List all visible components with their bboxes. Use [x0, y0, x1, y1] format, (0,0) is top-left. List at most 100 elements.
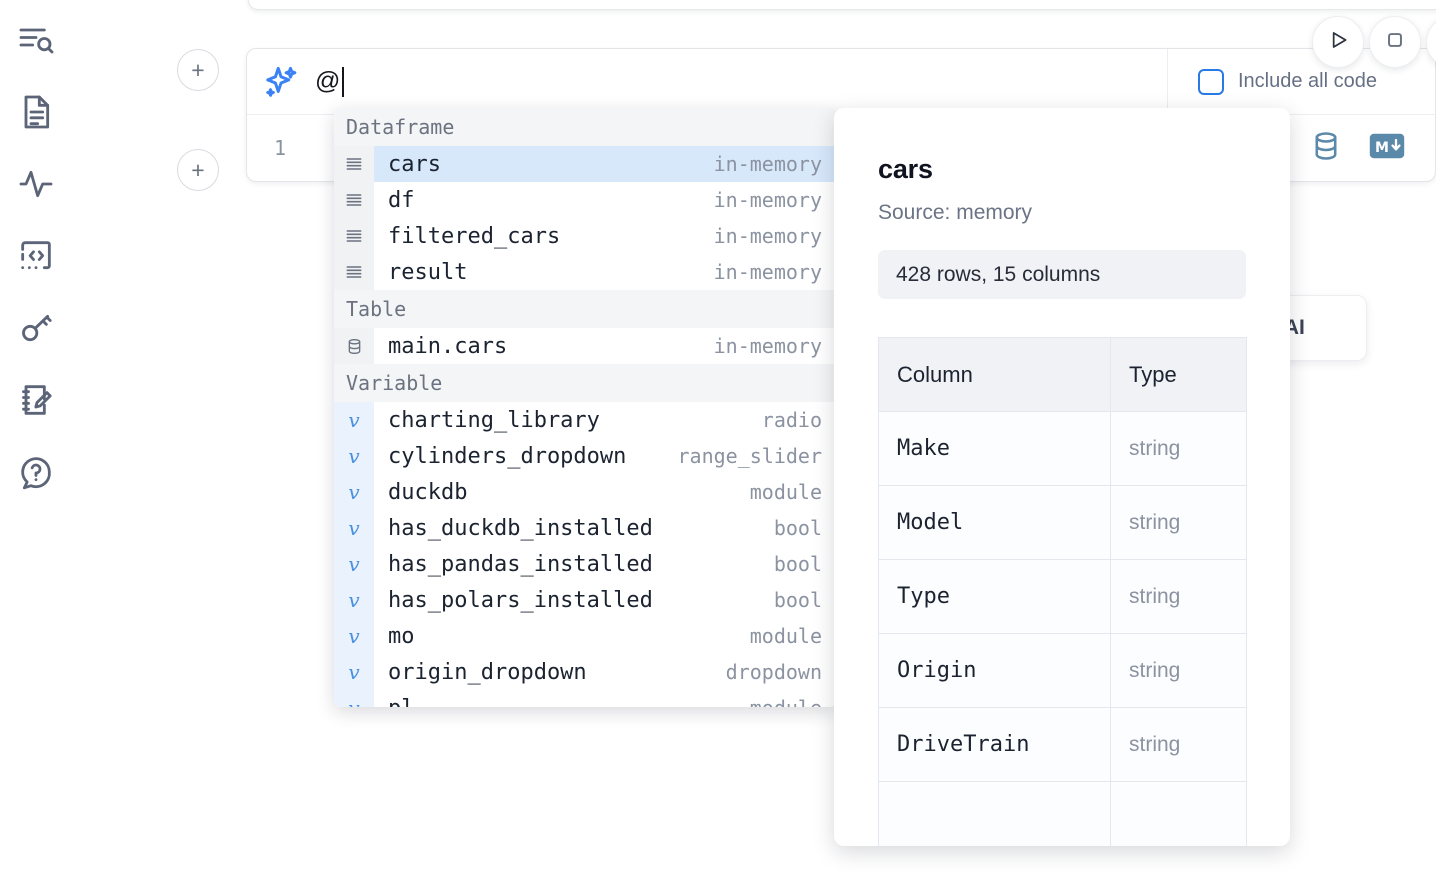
autocomplete-item-name: pl: [374, 696, 750, 708]
autocomplete-item-name: mo: [388, 623, 415, 649]
include-all-code-checkbox[interactable]: [1198, 68, 1224, 95]
add-cell-below-button[interactable]: +: [177, 149, 219, 191]
table-icon: [334, 328, 374, 364]
code-brackets-icon: [16, 236, 56, 276]
dataframe-icon: [334, 182, 374, 218]
autocomplete-item-type: dropdown: [725, 660, 822, 684]
activity-icon: [16, 164, 56, 204]
ai-prompt-row: @ Include all code: [247, 48, 1435, 115]
line-number: 1: [273, 136, 287, 160]
autocomplete-section-header: Variable: [334, 364, 836, 402]
table-header-row: Column Type: [878, 337, 1247, 412]
autocomplete-item-name: has_duckdb_installed: [388, 515, 653, 541]
autocomplete-item-type: in-memory: [713, 334, 822, 358]
plus-icon: +: [191, 56, 205, 83]
sidebar-item-notebook[interactable]: [12, 88, 60, 136]
cell-column-type: string: [1110, 411, 1247, 486]
cell-column-name: Type: [878, 559, 1111, 634]
autocomplete-item[interactable]: v has_polars_installed bool: [334, 582, 836, 618]
markdown-icon[interactable]: M: [1369, 133, 1405, 164]
autocomplete-item-type: bool: [773, 588, 822, 612]
previous-cell[interactable]: [248, 0, 1436, 10]
database-icon[interactable]: [1309, 129, 1343, 168]
autocomplete-item[interactable]: main.cars in-memory: [334, 328, 836, 364]
autocomplete-item-name: main.cars: [388, 333, 508, 359]
autocomplete-item-name: has_pandas_installed: [388, 551, 653, 577]
autocomplete-item-name: cylinders_dropdown: [388, 443, 627, 469]
sidebar-item-snippets[interactable]: [12, 232, 60, 280]
autocomplete-item-type: bool: [773, 516, 822, 540]
notebook-edit-icon: [16, 380, 56, 420]
autocomplete-item-name: has_polars_installed: [388, 587, 653, 613]
autocomplete-item-type: module: [749, 480, 822, 504]
variable-icon: v: [334, 474, 374, 510]
plus-icon: +: [191, 156, 205, 183]
stop-square-icon: [1382, 27, 1408, 58]
autocomplete-item-name: duckdb: [388, 479, 468, 505]
autocomplete-item[interactable]: vplmodule: [334, 690, 836, 707]
table-row: [878, 781, 1247, 846]
autocomplete-item-type: in-memory: [713, 188, 822, 212]
autocomplete-item[interactable]: v cylinders_dropdown range_slider: [334, 438, 836, 474]
include-all-code-label: Include all code: [1238, 70, 1377, 92]
autocomplete-item-type: module: [750, 696, 836, 707]
sidebar-item-explore[interactable]: [12, 16, 60, 64]
cell-column-name: DriveTrain: [878, 707, 1111, 782]
sidebar-item-help[interactable]: [12, 448, 60, 496]
autocomplete-section-header: Table: [334, 290, 836, 328]
variable-icon: v: [334, 582, 374, 618]
sidebar-item-secrets[interactable]: [12, 304, 60, 352]
preview-source: Source: memory: [878, 201, 1033, 224]
variable-icon: v: [334, 402, 374, 438]
cell-column-type: [1110, 781, 1247, 846]
sidebar-item-runtime[interactable]: [12, 160, 60, 208]
stop-cell-button[interactable]: [1369, 16, 1421, 68]
include-all-code-control[interactable]: Include all code: [1167, 48, 1435, 115]
autocomplete-item-type: in-memory: [713, 152, 822, 176]
cell-actions: M: [1309, 129, 1435, 168]
dataframe-icon: [334, 254, 374, 290]
cell-column-name: Origin: [878, 633, 1111, 708]
outline-search-icon: [16, 20, 56, 60]
sidebar-item-scratchpad[interactable]: [12, 376, 60, 424]
variable-icon: v: [334, 546, 374, 582]
dataframe-icon: [334, 146, 374, 182]
ai-prompt-value: @: [315, 67, 341, 95]
variable-icon: v: [334, 690, 374, 707]
preview-title: cars: [878, 154, 933, 184]
text-caret: [341, 66, 344, 97]
column-header-type: Type: [1110, 337, 1247, 412]
play-icon: [1325, 27, 1351, 58]
left-sidebar: [0, 0, 72, 874]
cell-column-type: string: [1110, 707, 1247, 782]
cell-column-type: string: [1110, 559, 1247, 634]
autocomplete-item-type: module: [749, 624, 822, 648]
add-cell-above-button[interactable]: +: [177, 49, 219, 91]
variable-icon: v: [334, 438, 374, 474]
cell-column-name: Model: [878, 485, 1111, 560]
autocomplete-item-type: range_slider: [677, 444, 823, 468]
ai-prompt-input[interactable]: @: [313, 66, 1167, 97]
autocomplete-item-name: origin_dropdown: [388, 659, 587, 685]
dataframe-icon: [334, 218, 374, 254]
code-editor-row: 1 M: [247, 115, 1435, 181]
sparkles-icon: [247, 61, 313, 103]
run-cell-button[interactable]: [1312, 16, 1364, 68]
